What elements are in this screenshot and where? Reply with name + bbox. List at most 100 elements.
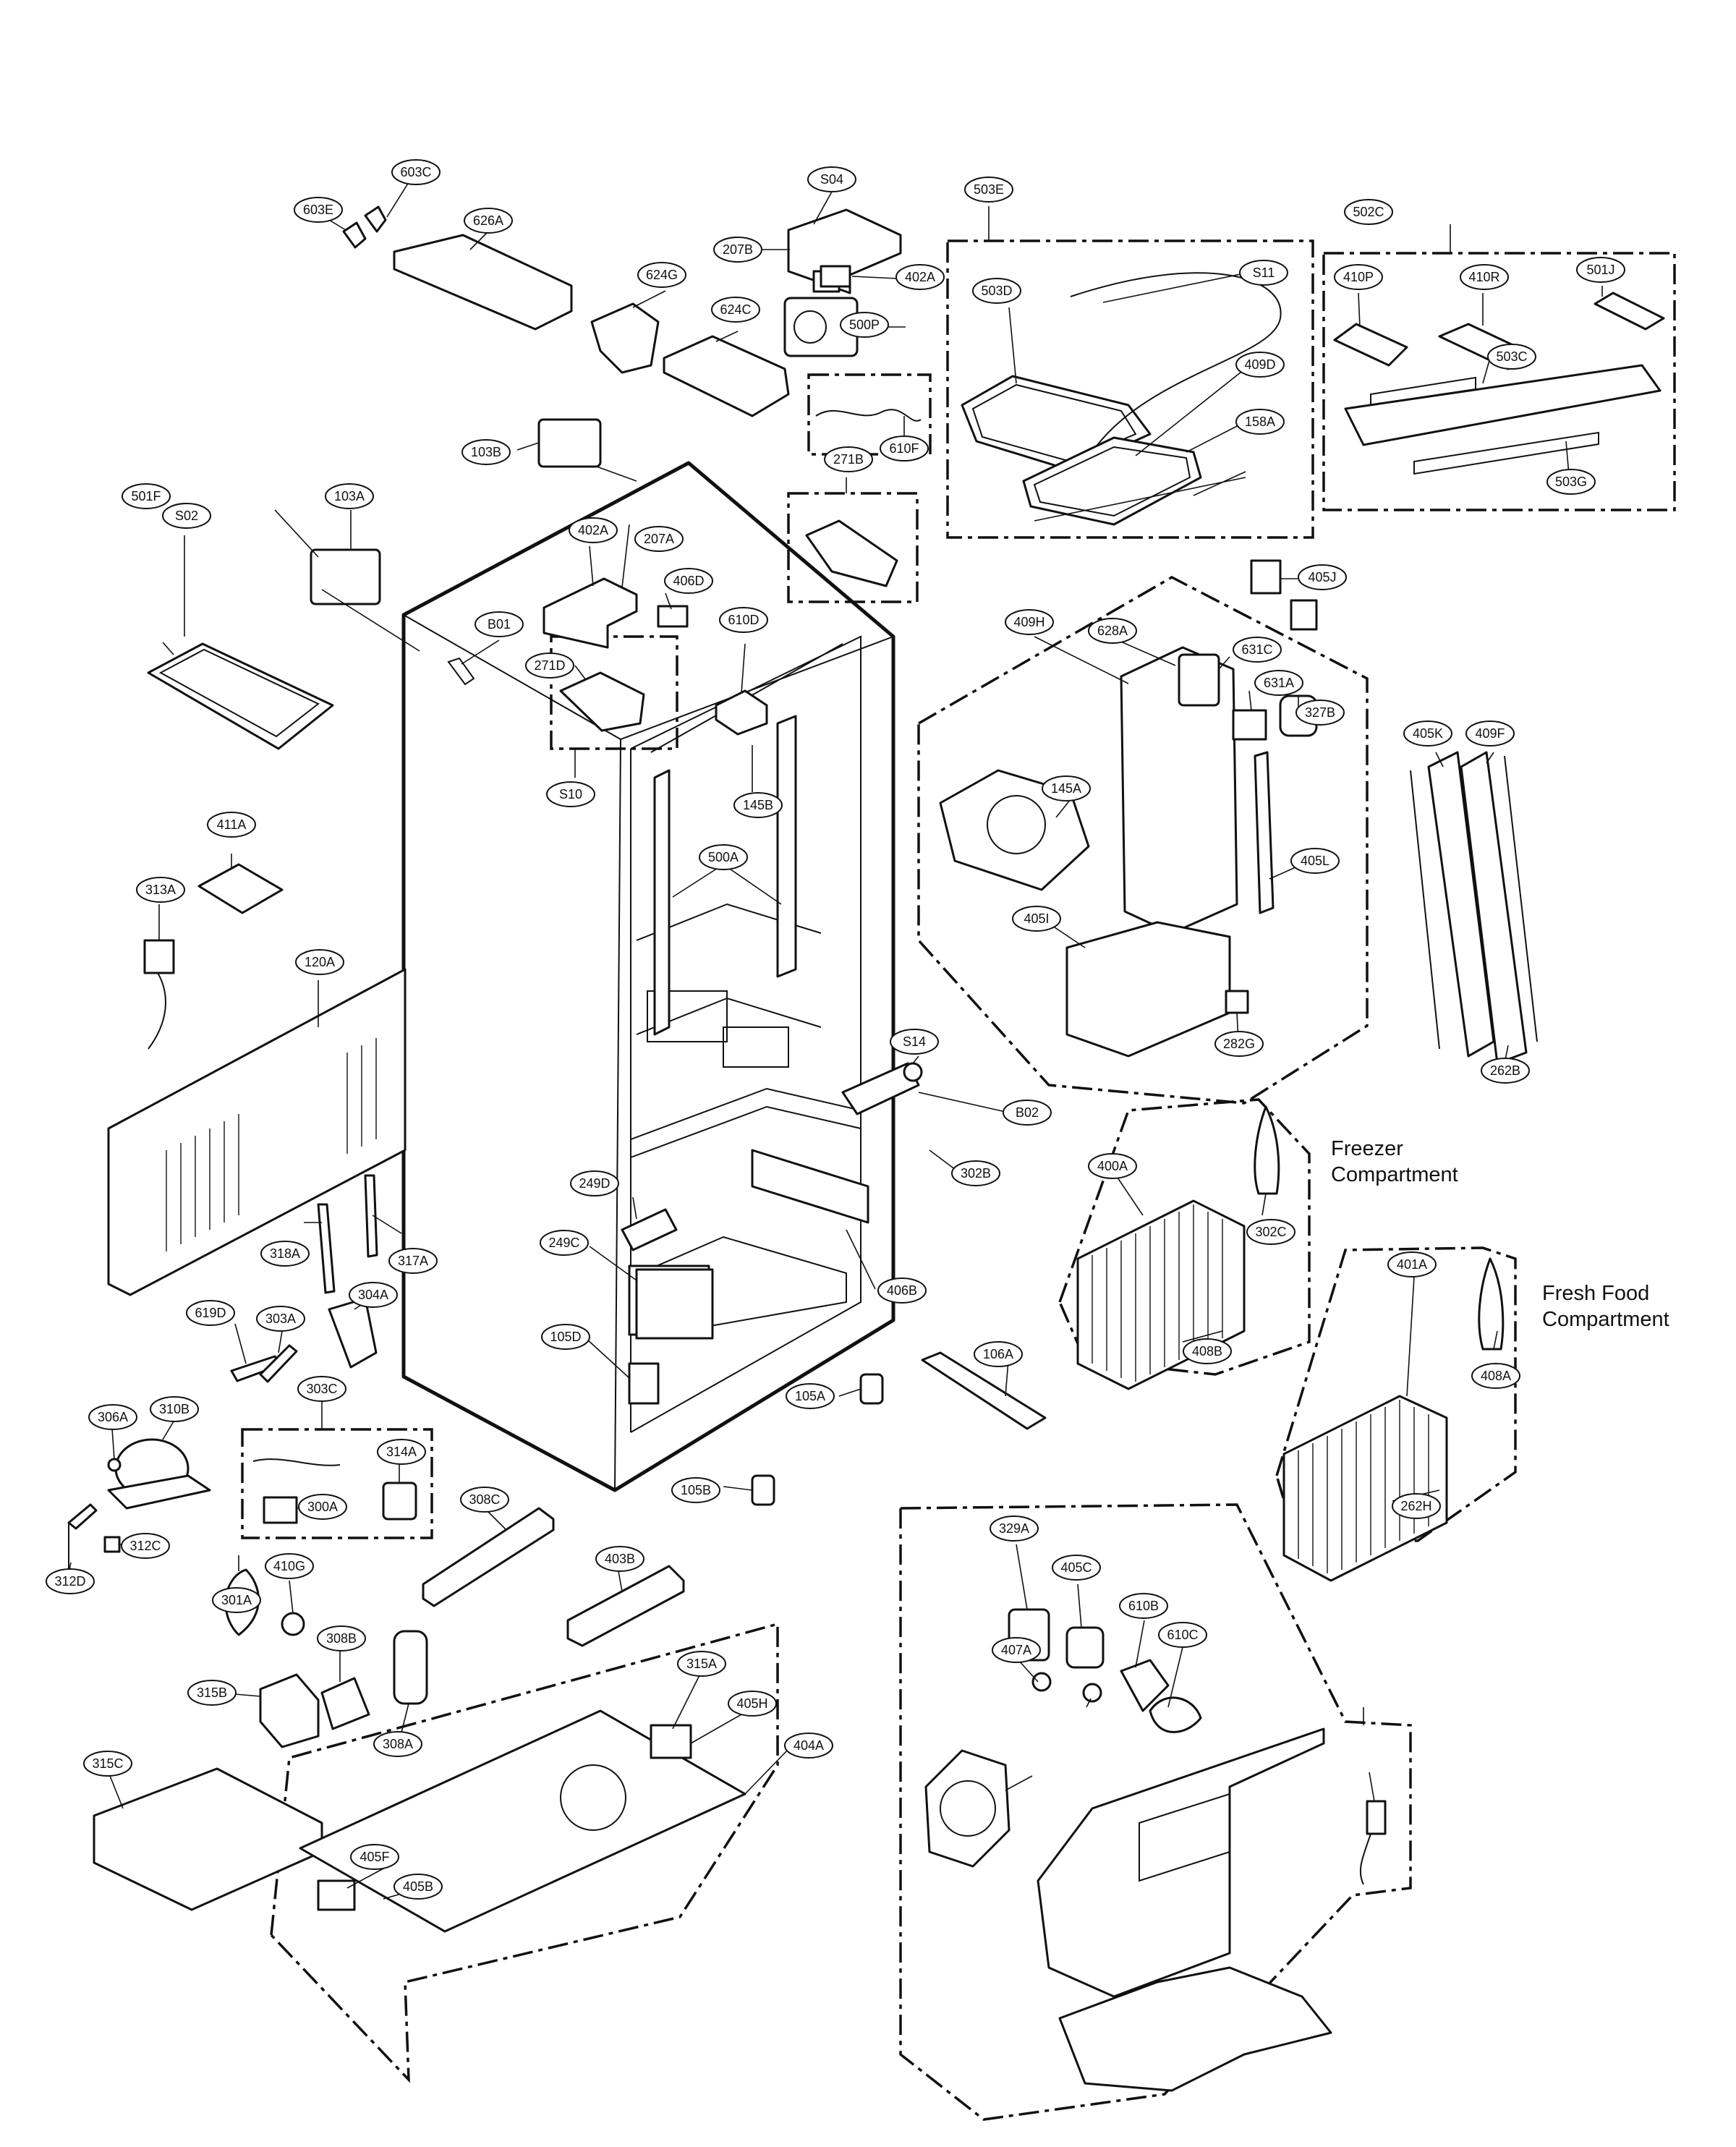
callout-bubble	[972, 278, 1021, 304]
callout-308b: 308B	[317, 1625, 366, 1651]
callout-301a: 301A	[212, 1587, 261, 1613]
callout-text: 405C	[1060, 1560, 1092, 1575]
callout-bubble	[964, 177, 1013, 203]
callout-text: 503D	[981, 284, 1012, 298]
callout-405h: 405H	[728, 1691, 777, 1717]
callout-text: B02	[1016, 1105, 1039, 1120]
callout-bubble	[212, 1587, 261, 1613]
callout-312d: 312D	[46, 1568, 95, 1594]
cover-610b	[1037, 1727, 1325, 1998]
callout-619d: 619D	[186, 1300, 235, 1326]
callout-404a: 404A	[784, 1733, 833, 1759]
callout-text: 249D	[579, 1176, 610, 1191]
board-503c	[1344, 364, 1661, 446]
part-405f	[1031, 1672, 1052, 1692]
callout-628a: 628A	[1088, 618, 1137, 644]
callout-bubble	[373, 1731, 422, 1757]
part-406b	[628, 1362, 660, 1405]
callout-bubble	[664, 568, 713, 594]
callout-text: 501F	[131, 489, 161, 503]
callout-501j: 501J	[1576, 257, 1625, 283]
callout-text: 106A	[983, 1347, 1013, 1361]
fan-327b	[939, 769, 1090, 891]
callout-b02: B02	[1003, 1100, 1052, 1126]
callout-text: 624C	[720, 302, 751, 317]
callout-text: 145A	[1051, 781, 1081, 796]
callout-405b: 405B	[393, 1874, 443, 1900]
callout-bubble	[569, 517, 618, 543]
callout-bubble	[1119, 1593, 1168, 1619]
callout-text: 603E	[303, 203, 333, 217]
hinge-262h	[621, 1208, 678, 1251]
callout-bubble	[297, 1376, 346, 1402]
callout-103a: 103A	[325, 483, 374, 509]
callout-405k: 405K	[1403, 720, 1452, 747]
callout-303c: 303C	[297, 1376, 346, 1402]
callout-409d: 409D	[1235, 352, 1285, 378]
callout-503g: 503G	[1546, 469, 1596, 495]
callout-145a: 145A	[1042, 775, 1091, 802]
callout-271b: 271B	[824, 446, 873, 472]
callout-bubble	[1344, 199, 1393, 225]
block-103b	[537, 418, 602, 468]
callout-bubble	[1183, 1338, 1232, 1364]
callout-503d: 503D	[972, 278, 1021, 304]
callout-502c: 502C	[1344, 199, 1393, 225]
callout-bubble	[1088, 618, 1137, 644]
callout-610b: 610B	[1119, 1593, 1168, 1619]
shroud-308b	[259, 1673, 320, 1748]
callout-text: 410P	[1343, 270, 1374, 284]
harness-303a	[252, 1458, 341, 1466]
board-500a	[197, 863, 284, 914]
callout-631a: 631A	[1254, 670, 1303, 696]
cover-312c	[422, 1507, 555, 1607]
fan-329a	[1149, 1696, 1202, 1733]
callout-bubble	[840, 312, 889, 338]
callout-text: 408B	[1192, 1344, 1222, 1359]
callout-bubble	[677, 1651, 726, 1677]
panel-313a	[107, 968, 407, 1296]
callout-bubble	[187, 1680, 237, 1706]
callout-text: B01	[488, 617, 511, 632]
callout-bubble	[895, 264, 945, 290]
hinge-271b	[805, 519, 898, 587]
callout-bubble	[890, 1029, 939, 1055]
callout-text: 405H	[736, 1696, 767, 1711]
callout-text: 318A	[270, 1246, 300, 1261]
motor-404a	[1065, 1626, 1105, 1669]
part-405b	[1120, 1659, 1170, 1712]
callout-text: 103A	[334, 489, 365, 503]
part-317a	[259, 1344, 298, 1383]
callout-207b: 207B	[713, 237, 762, 263]
section-405h	[899, 1503, 1412, 2121]
board-501j	[1594, 292, 1665, 331]
callout-text: 624G	[646, 268, 678, 282]
callout-624g: 624G	[637, 262, 686, 288]
capacitor-410g	[393, 1630, 428, 1705]
callout-bubble	[733, 792, 783, 818]
callout-text: 411A	[217, 817, 247, 832]
callout-bubble	[525, 652, 574, 679]
callout-603e: 603E	[294, 197, 343, 223]
cover-626a	[393, 234, 573, 331]
part-282g	[1250, 559, 1282, 595]
block-402a-top	[820, 265, 851, 288]
callout-text: 405I	[1024, 911, 1049, 926]
callout-text: 158A	[1245, 414, 1275, 429]
callout-bubble	[1465, 720, 1515, 747]
callout-bubble	[1387, 1251, 1437, 1277]
callout-text: 317A	[398, 1254, 428, 1268]
callout-bubble	[207, 812, 256, 838]
callout-bubble	[1052, 1555, 1101, 1581]
callout-249c: 249C	[540, 1230, 589, 1256]
callout-400a: 400A	[1088, 1153, 1137, 1179]
callout-text: 327B	[1305, 705, 1335, 720]
callout-text: 315C	[92, 1756, 123, 1771]
harness-410p	[1333, 323, 1408, 367]
callout-text: 400A	[1097, 1159, 1128, 1173]
callout-bubble	[540, 1230, 589, 1256]
callout-text: 503E	[974, 182, 1004, 197]
callout-text: 406D	[673, 574, 704, 588]
callout-308a: 308A	[373, 1731, 422, 1757]
callout-610f: 610F	[880, 435, 929, 462]
